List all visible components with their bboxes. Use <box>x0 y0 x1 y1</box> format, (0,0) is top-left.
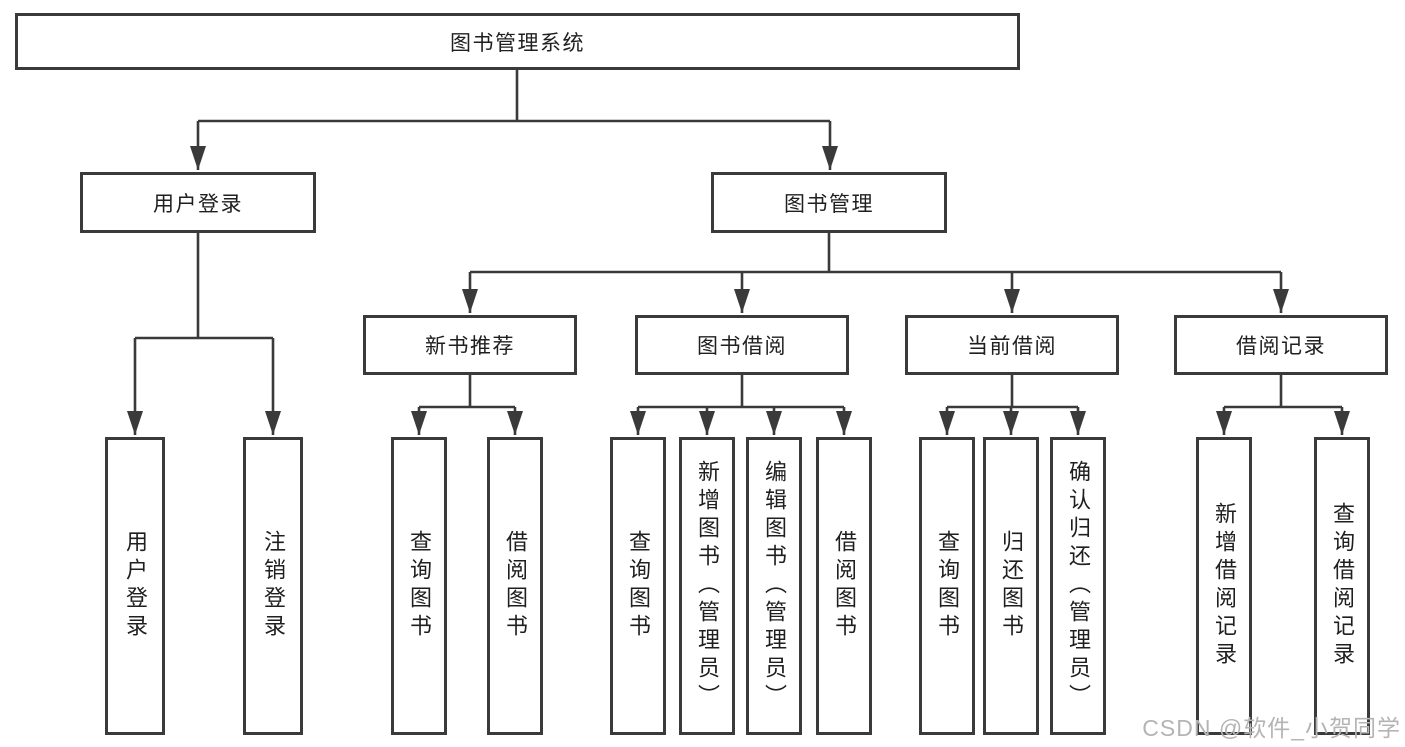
leaf-confirm-return-admin-label: 确认归还（管理员） <box>1066 460 1091 712</box>
node-new-book-recommend-label: 新书推荐 <box>425 335 515 358</box>
leaf-borrow-query-books-label: 查询图书 <box>626 530 651 642</box>
node-book-borrow: 图书借阅 <box>635 315 849 375</box>
node-current-borrow: 当前借阅 <box>905 315 1119 375</box>
node-borrow-record-label: 借阅记录 <box>1236 335 1326 358</box>
node-root-label: 图书管理系统 <box>450 31 585 55</box>
leaf-current-query-books-label: 查询图书 <box>935 530 960 642</box>
leaf-query-borrow-record-label: 查询借阅记录 <box>1330 502 1355 670</box>
leaf-add-borrow-record-label: 新增借阅记录 <box>1212 502 1237 670</box>
leaf-edit-books-admin-label: 编辑图书（管理员） <box>762 460 787 712</box>
leaf-current-query-books: 查询图书 <box>919 437 975 735</box>
watermark: CSDN @软件_小贺同学 <box>1142 715 1401 741</box>
node-borrow-record: 借阅记录 <box>1174 315 1388 375</box>
leaf-logout: 注销登录 <box>243 437 303 735</box>
leaf-return-books: 归还图书 <box>983 437 1039 735</box>
leaf-newbook-query-books: 查询图书 <box>391 437 447 735</box>
leaf-add-borrow-record: 新增借阅记录 <box>1196 437 1252 735</box>
leaf-add-books-admin-label: 新增图书（管理员） <box>695 460 720 712</box>
node-user-login: 用户登录 <box>80 172 316 233</box>
leaf-borrow-query-books: 查询图书 <box>610 437 666 735</box>
leaf-user-login-label: 用户登录 <box>123 530 148 642</box>
leaf-logout-label: 注销登录 <box>261 530 286 642</box>
leaf-query-borrow-record: 查询借阅记录 <box>1314 437 1370 735</box>
node-book-management-label: 图书管理 <box>784 192 874 216</box>
leaf-edit-books-admin: 编辑图书（管理员） <box>746 437 802 735</box>
leaf-add-books-admin: 新增图书（管理员） <box>679 437 735 735</box>
leaf-user-login: 用户登录 <box>105 437 165 735</box>
leaf-newbook-borrow-books-label: 借阅图书 <box>503 530 528 642</box>
leaf-return-books-label: 归还图书 <box>999 530 1024 642</box>
leaf-confirm-return-admin: 确认归还（管理员） <box>1050 437 1106 735</box>
leaf-borrow-books: 借阅图书 <box>816 437 872 735</box>
node-new-book-recommend: 新书推荐 <box>363 315 577 375</box>
node-current-borrow-label: 当前借阅 <box>967 335 1057 358</box>
leaf-borrow-books-label: 借阅图书 <box>832 530 857 642</box>
node-root: 图书管理系统 <box>15 13 1020 70</box>
leaf-newbook-borrow-books: 借阅图书 <box>487 437 543 735</box>
node-user-login-label: 用户登录 <box>153 192 243 216</box>
leaf-newbook-query-books-label: 查询图书 <box>407 530 432 642</box>
node-book-management: 图书管理 <box>711 172 947 233</box>
node-book-borrow-label: 图书借阅 <box>697 335 787 358</box>
